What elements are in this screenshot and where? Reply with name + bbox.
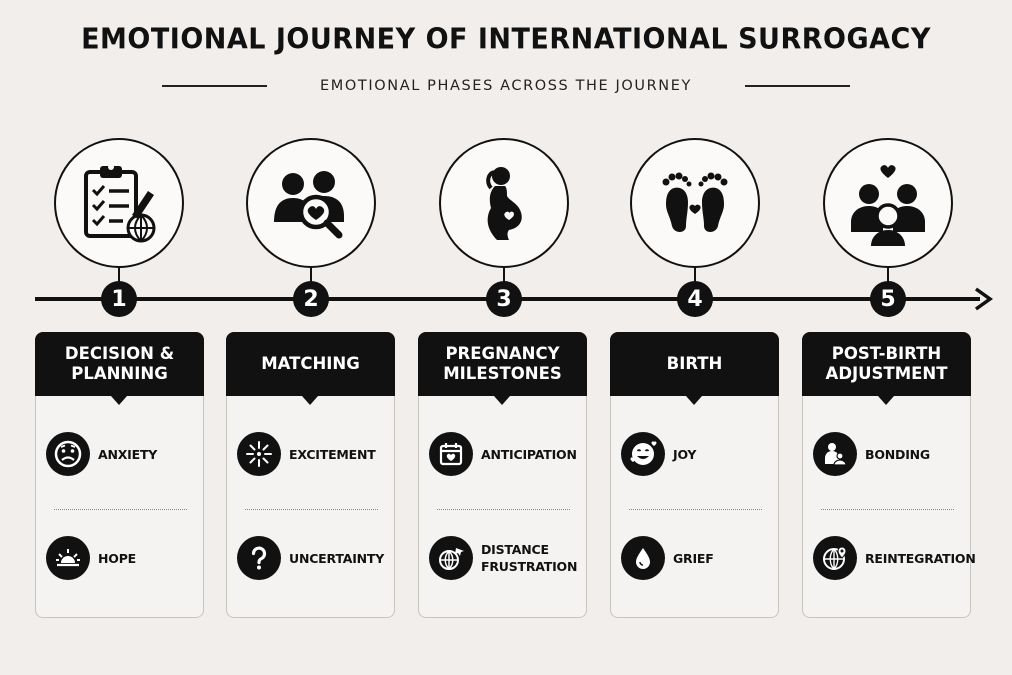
emotion-label: EXCITEMENT bbox=[289, 446, 376, 462]
phase-1-number: 1 bbox=[101, 281, 137, 317]
emotion-anxiety: ANXIETY bbox=[46, 432, 201, 476]
phase-2-illustration bbox=[246, 138, 376, 268]
sunrise-icon bbox=[46, 536, 90, 580]
phase-1-card: DECISION & PLANNING ANXIETY HOPE bbox=[35, 332, 204, 618]
page-title: EMOTIONAL JOURNEY OF INTERNATIONAL SURRO… bbox=[81, 23, 931, 56]
people-magnifier-heart-icon bbox=[274, 171, 344, 239]
phase-1-illustration bbox=[54, 138, 184, 268]
phase-2-title: MATCHING bbox=[226, 332, 395, 405]
subtitle-rule-right bbox=[745, 85, 850, 87]
phase-3-connector bbox=[503, 268, 505, 282]
emotion-reintegration: REINTEGRATION bbox=[813, 536, 976, 580]
teardrop-icon bbox=[621, 536, 665, 580]
emotion-label: REINTEGRATION bbox=[865, 550, 976, 566]
emotion-distance-frustration: DISTANCE FRUSTRATION bbox=[429, 536, 584, 580]
subtitle-rule-left bbox=[162, 85, 267, 87]
emotion-label: UNCERTAINTY bbox=[289, 550, 385, 566]
family-heart-icon bbox=[851, 165, 925, 246]
worried-face-icon bbox=[46, 432, 90, 476]
phase-5-illustration bbox=[823, 138, 953, 268]
emotion-hope: HOPE bbox=[46, 536, 201, 580]
phase-4-number: 4 bbox=[677, 281, 713, 317]
phase-5-card: POST-BIRTH ADJUSTMENT BONDING REINTEGRAT… bbox=[802, 332, 976, 618]
subtitle-row: EMOTIONAL PHASES ACROSS THE JOURNEY bbox=[162, 78, 850, 94]
question-mark-icon bbox=[237, 536, 281, 580]
baby-feet-icon bbox=[662, 172, 728, 232]
emotion-label: JOY bbox=[673, 446, 697, 462]
phase-2-number: 2 bbox=[293, 281, 329, 317]
emotion-label: DISTANCE FRUSTRATION bbox=[481, 542, 578, 574]
phase-3-title: PREGNANCY MILESTONES bbox=[418, 332, 587, 405]
phase-3-illustration bbox=[439, 138, 569, 268]
parent-child-icon bbox=[813, 432, 857, 476]
emotion-grief: GRIEF bbox=[621, 536, 776, 580]
card-divider bbox=[245, 509, 378, 510]
emotion-uncertainty: UNCERTAINTY bbox=[237, 536, 392, 580]
phase-3-card: PREGNANCY MILESTONES ANTICIPATION DISTAN… bbox=[418, 332, 587, 618]
phase-2-card: MATCHING EXCITEMENT UNCERTAINTY bbox=[226, 332, 395, 618]
phase-5-number: 5 bbox=[870, 281, 906, 317]
pregnant-woman-icon bbox=[486, 167, 522, 240]
smiling-face-hearts-icon bbox=[621, 432, 665, 476]
phase-1-title: DECISION & PLANNING bbox=[35, 332, 204, 405]
phase-4-illustration bbox=[630, 138, 760, 268]
emotion-label: HOPE bbox=[98, 550, 136, 566]
emotion-label: ANTICIPATION bbox=[481, 446, 577, 462]
card-divider bbox=[629, 509, 762, 510]
emotion-label: ANXIETY bbox=[98, 446, 158, 462]
emotion-bonding: BONDING bbox=[813, 432, 968, 476]
phase-5-title: POST-BIRTH ADJUSTMENT bbox=[802, 332, 971, 405]
emotion-anticipation: ANTICIPATION bbox=[429, 432, 584, 476]
phase-4-title: BIRTH bbox=[610, 332, 779, 405]
phase-4-connector bbox=[694, 268, 696, 282]
sparkle-burst-icon bbox=[237, 432, 281, 476]
emotion-label: BONDING bbox=[865, 446, 930, 462]
globe-plane-icon bbox=[429, 536, 473, 580]
timeline-arrow-icon bbox=[974, 287, 994, 311]
calendar-heart-icon bbox=[429, 432, 473, 476]
phase-5-connector bbox=[887, 268, 889, 282]
phase-2-connector bbox=[310, 268, 312, 282]
emotion-joy: JOY bbox=[621, 432, 776, 476]
phase-3-number: 3 bbox=[486, 281, 522, 317]
emotion-excitement: EXCITEMENT bbox=[237, 432, 392, 476]
clipboard-globe-icon bbox=[84, 164, 156, 243]
card-divider bbox=[54, 509, 187, 510]
phase-1-connector bbox=[118, 268, 120, 282]
page-subtitle: EMOTIONAL PHASES ACROSS THE JOURNEY bbox=[320, 78, 692, 94]
card-divider bbox=[821, 509, 954, 510]
emotion-label: GRIEF bbox=[673, 550, 714, 566]
card-divider bbox=[437, 509, 570, 510]
phase-4-card: BIRTH JOY GRIEF bbox=[610, 332, 779, 618]
globe-pin-icon bbox=[813, 536, 857, 580]
